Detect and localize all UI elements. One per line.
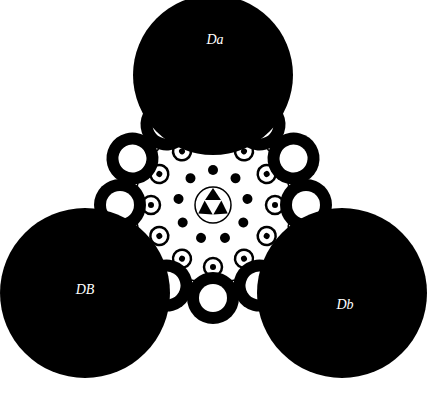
disk-shape [133,0,293,155]
black-disk: Db [257,208,427,378]
disk-label: Db [336,297,353,313]
black-disk: DB [0,208,170,378]
disk-label: DB [76,282,95,298]
disk-shape [257,208,427,378]
disk-label: Da [206,32,223,48]
black-disk: Da [133,0,293,155]
